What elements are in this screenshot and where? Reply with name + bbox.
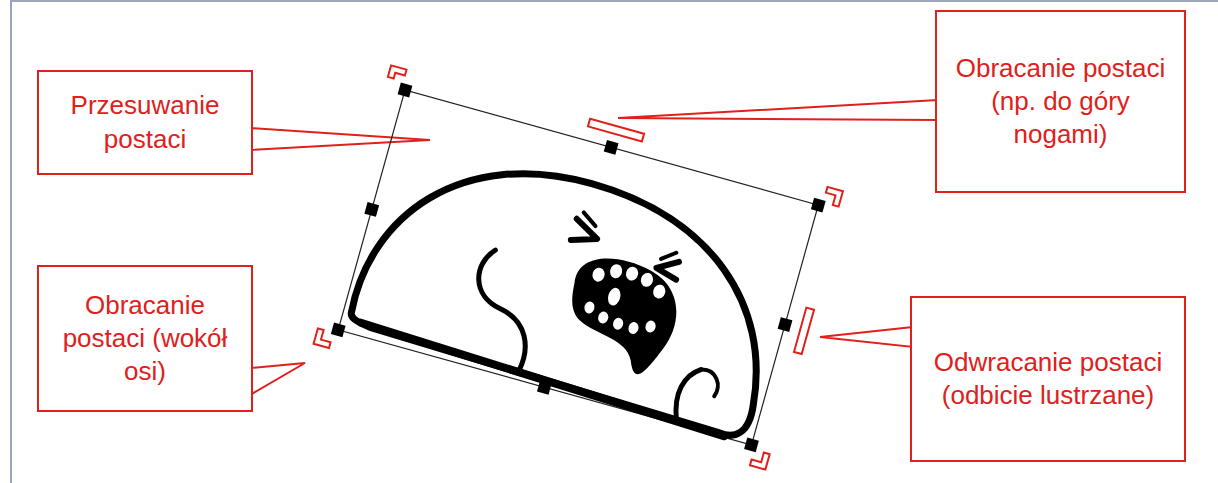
- callout-box: Odwracanie postaci (odbicie lustrzane): [910, 296, 1186, 462]
- character-group: [314, 63, 848, 470]
- callout-text: Przesuwanie postaci: [51, 89, 239, 156]
- callout-box: Obracanie postaci (wokół osi): [37, 265, 253, 412]
- callout-text: Obracanie postaci (np. do góry nogami): [949, 52, 1172, 152]
- callout-box: Obracanie postaci (np. do góry nogami): [935, 10, 1186, 193]
- callout-text: Odwracanie postaci (odbicie lustrzane): [924, 346, 1172, 413]
- callout-text: Obracanie postaci (wokół osi): [51, 289, 239, 389]
- callout-box: Przesuwanie postaci: [37, 70, 253, 175]
